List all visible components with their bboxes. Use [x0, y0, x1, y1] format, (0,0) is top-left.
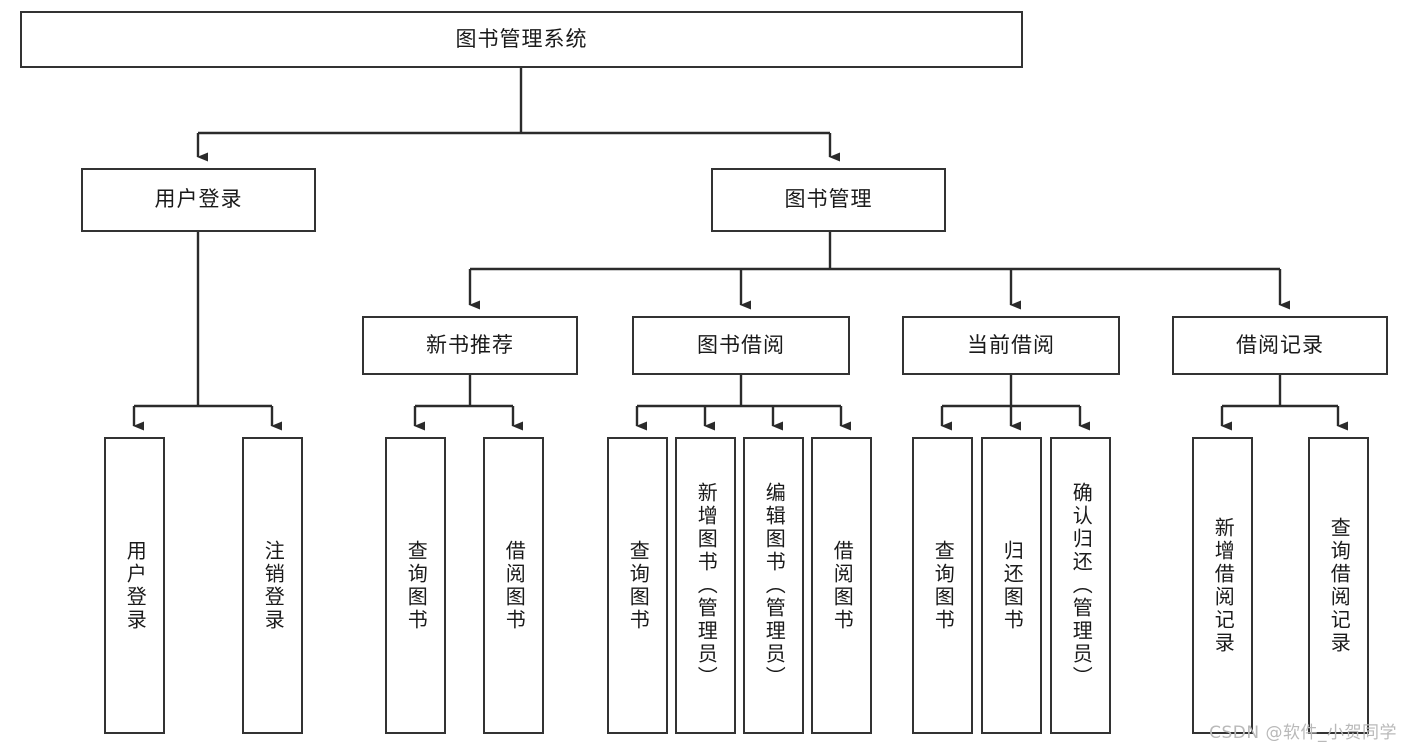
- leaf-label: 归还图书: [1000, 539, 1025, 632]
- node-book-management[interactable]: 图书管理: [711, 168, 946, 232]
- leaf-query-borrow-record[interactable]: 查询借阅记录: [1308, 437, 1369, 734]
- leaf-add-book-admin[interactable]: 新增图书（管理员）: [675, 437, 736, 734]
- leaf-logout[interactable]: 注销登录: [242, 437, 303, 734]
- node-root-system[interactable]: 图书管理系统: [20, 11, 1023, 68]
- leaf-label: 借阅图书: [830, 539, 855, 632]
- node-label: 图书管理: [784, 187, 873, 212]
- watermark-text: CSDN @软件_小贺同学: [1209, 723, 1397, 743]
- leaf-query-book-borrow[interactable]: 查询图书: [607, 437, 668, 734]
- node-label: 图书借阅: [697, 332, 785, 357]
- leaf-query-book-current[interactable]: 查询图书: [912, 437, 973, 734]
- leaf-confirm-return-admin[interactable]: 确认归还（管理员）: [1050, 437, 1111, 734]
- node-label: 借阅记录: [1236, 332, 1324, 357]
- leaf-borrow-book[interactable]: 借阅图书: [811, 437, 872, 734]
- node-label: 新书推荐: [426, 332, 514, 357]
- leaf-label: 注销登录: [261, 539, 286, 632]
- node-new-book-recommend[interactable]: 新书推荐: [362, 316, 578, 375]
- leaf-label: 查询图书: [931, 539, 956, 632]
- node-label: 当前借阅: [967, 332, 1055, 357]
- leaf-label: 借阅图书: [502, 539, 527, 632]
- leaf-return-book[interactable]: 归还图书: [981, 437, 1042, 734]
- node-user-login[interactable]: 用户登录: [81, 168, 316, 232]
- leaf-borrow-book-new[interactable]: 借阅图书: [483, 437, 544, 734]
- node-label: 图书管理系统: [455, 26, 588, 51]
- node-label: 用户登录: [154, 187, 243, 212]
- leaf-label: 用户登录: [123, 539, 148, 632]
- node-book-borrow[interactable]: 图书借阅: [632, 316, 850, 375]
- node-current-borrow[interactable]: 当前借阅: [902, 316, 1120, 375]
- leaf-edit-book-admin[interactable]: 编辑图书（管理员）: [743, 437, 804, 734]
- leaf-label: 查询图书: [626, 539, 651, 632]
- leaf-user-login[interactable]: 用户登录: [104, 437, 165, 734]
- leaf-label: 查询借阅记录: [1327, 516, 1352, 655]
- node-borrow-record[interactable]: 借阅记录: [1172, 316, 1388, 375]
- leaf-query-book-new[interactable]: 查询图书: [385, 437, 446, 734]
- leaf-label: 确认归还（管理员）: [1069, 482, 1094, 689]
- leaf-add-borrow-record[interactable]: 新增借阅记录: [1192, 437, 1253, 734]
- leaf-label: 编辑图书（管理员）: [762, 482, 787, 689]
- leaf-label: 查询图书: [404, 539, 429, 632]
- leaf-label: 新增借阅记录: [1211, 516, 1236, 655]
- leaf-label: 新增图书（管理员）: [694, 482, 719, 689]
